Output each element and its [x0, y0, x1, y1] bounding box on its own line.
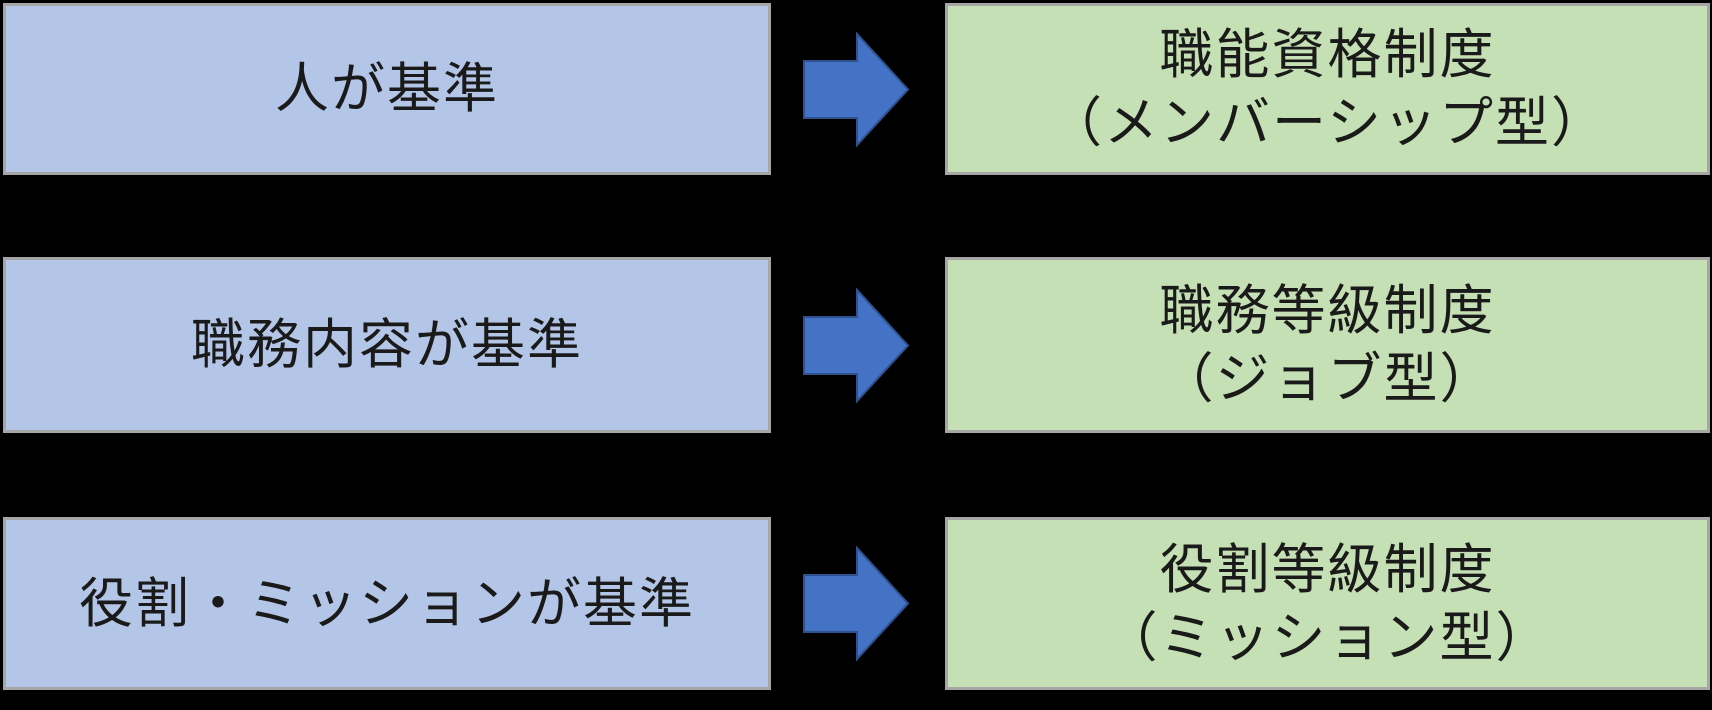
system-box-job-line2: （ジョブ型） — [1159, 349, 1496, 409]
system-box-membership-line1: 職能資格制度 — [1159, 25, 1496, 85]
criteria-box-person: 人が基準 — [3, 3, 771, 175]
system-box-membership: 職能資格制度 （メンバーシップ型） — [945, 3, 1710, 175]
criteria-box-job-content: 職務内容が基準 — [3, 257, 771, 433]
right-arrow-icon — [803, 31, 910, 148]
system-box-job-line1: 職務等級制度 — [1159, 281, 1496, 341]
system-box-membership-line2: （メンバーシップ型） — [1048, 93, 1607, 153]
system-box-job: 職務等級制度 （ジョブ型） — [945, 257, 1710, 433]
criteria-box-person-label: 人が基準 — [275, 59, 499, 119]
system-box-mission: 役割等級制度 （ミッション型） — [945, 517, 1710, 690]
right-arrow-icon — [803, 287, 910, 404]
criteria-box-job-content-label: 職務内容が基準 — [191, 315, 583, 375]
right-arrow-icon — [803, 545, 910, 662]
criteria-box-role-mission-label: 役割・ミッションが基準 — [79, 573, 695, 634]
criteria-box-role-mission: 役割・ミッションが基準 — [3, 517, 771, 690]
system-box-mission-line1: 役割等級制度 — [1159, 539, 1496, 600]
system-box-mission-line2: （ミッション型） — [1103, 607, 1552, 668]
